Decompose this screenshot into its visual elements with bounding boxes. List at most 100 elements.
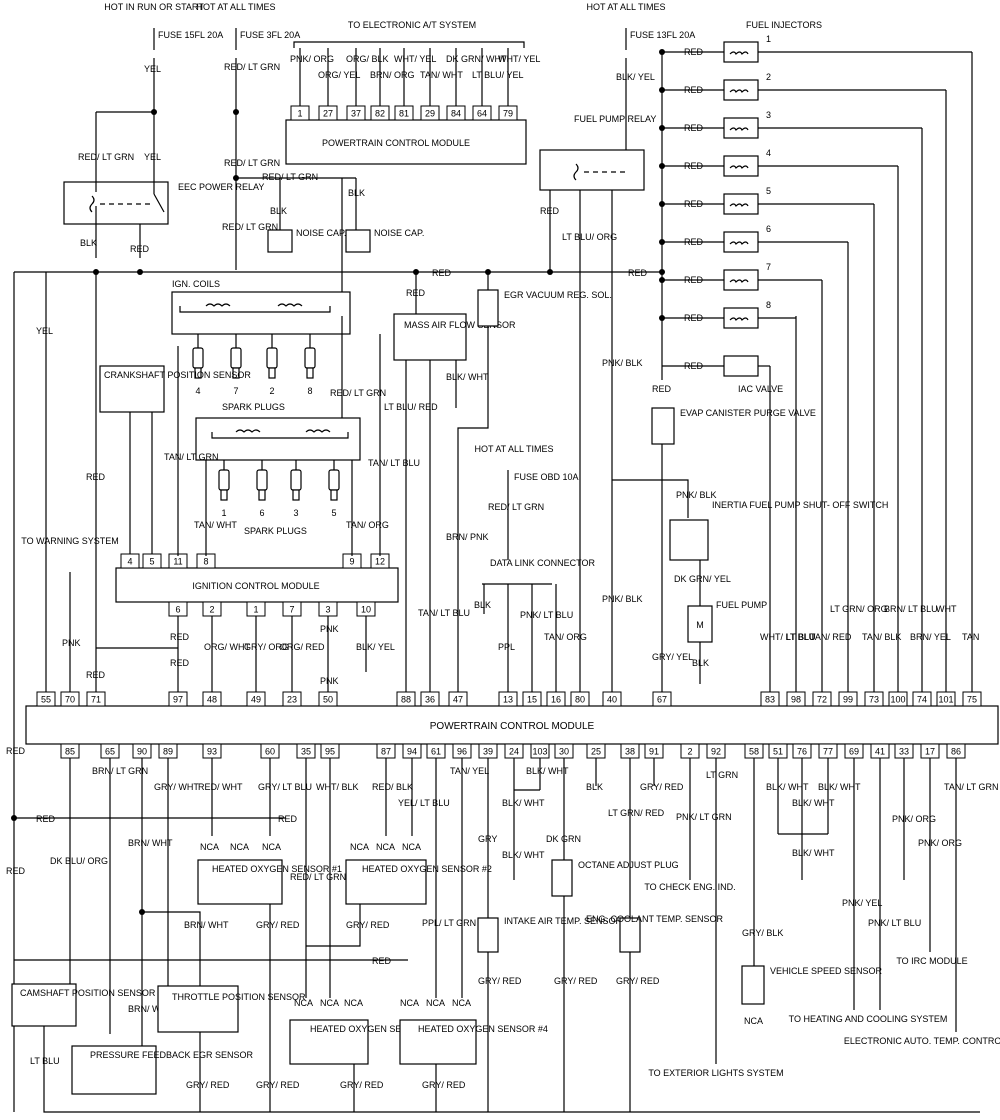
wire-blk-dlc: BLK xyxy=(474,600,491,610)
wire-red-left-1: RED xyxy=(6,746,26,756)
iac-valve-box xyxy=(723,355,759,377)
pcm-aux-pin-label: 81 xyxy=(399,109,409,119)
tps-label: THROTTLE POSITION SENSOR xyxy=(172,992,306,1002)
iat-sensor-box xyxy=(477,917,499,953)
iac-valve-label: IAC VALVE xyxy=(738,384,783,394)
wire-pnk-blk-inertia: PNK/ BLK xyxy=(676,490,717,500)
wire-red-blk: RED/ BLK xyxy=(372,782,413,792)
ho2s1-label: HEATED OXYGEN SENSOR #1 xyxy=(212,864,342,874)
camshaft-sensor-label: CAMSHAFT POSITION SENSOR xyxy=(20,988,156,998)
wire-brn-ltblu: BRN/ LT BLU xyxy=(884,604,938,614)
nca-6: NCA xyxy=(402,842,421,852)
ignition-control-module-label: IGNITION CONTROL MODULE xyxy=(192,581,319,591)
eec-relay-box xyxy=(63,181,169,225)
wire-tan-ltgrn-2: TAN/ LT GRN xyxy=(944,782,999,792)
icm-bottom-pin-label: 7 xyxy=(289,605,294,615)
fuel-pump-label: FUEL PUMP xyxy=(716,600,767,610)
wire-gry-red-oct: GRY/ RED xyxy=(554,976,598,986)
injector-number: 7 xyxy=(766,262,771,272)
vss-label: VEHICLE SPEED SENSOR xyxy=(770,966,883,976)
wire-red-fuel: RED xyxy=(540,206,560,216)
crankshaft-sensor-box xyxy=(99,365,165,413)
injector-feed-label: RED xyxy=(684,85,704,95)
wire-red-evap: RED xyxy=(652,384,672,394)
aux-wire-label: WHT/ YEL xyxy=(498,54,540,64)
noise-cap-2 xyxy=(345,229,371,253)
noise-cap-wires xyxy=(236,177,357,316)
wire-pnk-50b: PNK xyxy=(320,676,339,686)
pcm-bottom-pin-label: 39 xyxy=(483,747,493,757)
wire-pnk-blk-2: PNK/ BLK xyxy=(602,594,643,604)
pcm-top-pin-label: 16 xyxy=(551,695,561,705)
eec-relay-wires xyxy=(95,112,165,258)
fuel-injectors-label: FUEL INJECTORS xyxy=(746,20,822,30)
pcm-bottom-pin-label: 58 xyxy=(749,747,759,757)
bottom-wires-a xyxy=(69,758,331,1046)
icm-bottom-pin-label: 1 xyxy=(253,605,258,615)
spark-plugs-a-label: SPARK PLUGS xyxy=(222,402,285,412)
wire-blk-wht-6: BLK/ WHT xyxy=(818,782,861,792)
wire-red-ltgrn-c: RED/ LT GRN xyxy=(262,172,318,182)
pcm-top-pin-label: 50 xyxy=(323,695,333,705)
injector-number: 5 xyxy=(766,186,771,196)
pcm-aux-label: POWERTRAIN CONTROL MODULE xyxy=(322,138,470,148)
wire-gry-red-ect: GRY/ RED xyxy=(616,976,660,986)
pcm-bottom-pin-label: 103 xyxy=(532,747,547,757)
pcm-bottom-pin-label: 60 xyxy=(265,747,275,757)
wire-brn-wht-3: BRN/ WHT xyxy=(128,1004,173,1014)
wire-dkblu-org: DK BLU/ ORG xyxy=(50,856,108,866)
ign-coils-label: IGN. COILS xyxy=(172,279,220,289)
spark-plug xyxy=(218,469,230,491)
nca-2: NCA xyxy=(230,842,249,852)
aux-wire-label: ORG/ YEL xyxy=(318,70,360,80)
icm-top-pin-box xyxy=(120,553,140,569)
wire-ltblu-org: LT BLU/ ORG xyxy=(562,232,617,242)
pcm-bottom-pin-label: 30 xyxy=(559,747,569,757)
vss-box xyxy=(741,965,765,1005)
pcm-top-pin-label: 70 xyxy=(65,695,75,705)
wire-ltgrn-org: LT GRN/ ORG xyxy=(830,604,888,614)
wire-tan-red: TAN/ RED xyxy=(810,632,852,642)
pcm-bottom-pin-label: 65 xyxy=(105,747,115,757)
icm-bottom-pin-label: 10 xyxy=(361,605,371,615)
wire-tan-yel: TAN/ YEL xyxy=(450,766,489,776)
wire-blk-25: BLK xyxy=(586,782,603,792)
pcm-bottom-pin-label: 91 xyxy=(649,747,659,757)
fuel-pump-motor: M xyxy=(696,620,704,630)
wire-blk-yel: BLK/ YEL xyxy=(356,642,395,652)
pcm-top-pin-label: 83 xyxy=(765,695,775,705)
wire-red-bus-2: RED xyxy=(628,268,648,278)
wire-red-ltgrn-e: RED/ LT GRN xyxy=(330,388,386,398)
wire-wht-blk: WHT/ BLK xyxy=(316,782,359,792)
wire-gry-yel: GRY/ YEL xyxy=(652,652,693,662)
wire-red-ltgrn-d: RED/ LT GRN xyxy=(222,222,278,232)
pcm-top-pin-label: 36 xyxy=(425,695,435,705)
heat-cool-label: TO HEATING AND COOLING SYSTEM xyxy=(789,1014,948,1024)
wire-gry-red-tps: GRY/ RED xyxy=(186,1080,230,1090)
wire-dk-grn: DK GRN xyxy=(546,834,581,844)
wire-pnk-org-2: PNK/ ORG xyxy=(918,838,962,848)
pcm-bottom-pin-label: 76 xyxy=(797,747,807,757)
spark-plug-number: 6 xyxy=(259,508,264,518)
injector-number: 6 xyxy=(766,224,771,234)
bottom-wires-c xyxy=(689,758,957,1064)
injector-feed-label: RED xyxy=(684,161,704,171)
spark-plug xyxy=(290,469,302,491)
pcm-bottom-pin-label: 41 xyxy=(875,747,885,757)
ho2s3-label: HEATED OXYGEN SENSOR #3 xyxy=(310,1024,440,1034)
wire-lt-blu-cmp: LT BLU xyxy=(30,1056,60,1066)
pcm-top-pin-label: 49 xyxy=(251,695,261,705)
wire-brn-ltgrn: BRN/ LT GRN xyxy=(92,766,148,776)
wire-gry-red-ho2s1: GRY/ RED xyxy=(256,920,300,930)
pcm-bottom-pin-label: 95 xyxy=(325,747,335,757)
wire-tan-ltblu: TAN/ LT BLU xyxy=(368,458,420,468)
spark-plug-number: 7 xyxy=(233,386,238,396)
injector-feed-wires xyxy=(769,52,973,692)
wire-pnk-ltblu-2: PNK/ LT BLU xyxy=(868,918,921,928)
pcm-bottom-pin-label: 77 xyxy=(823,747,833,757)
injector-number: 3 xyxy=(766,110,771,120)
ignition-control-module-box xyxy=(115,567,399,603)
pcm-top-pin-label: 80 xyxy=(575,695,585,705)
